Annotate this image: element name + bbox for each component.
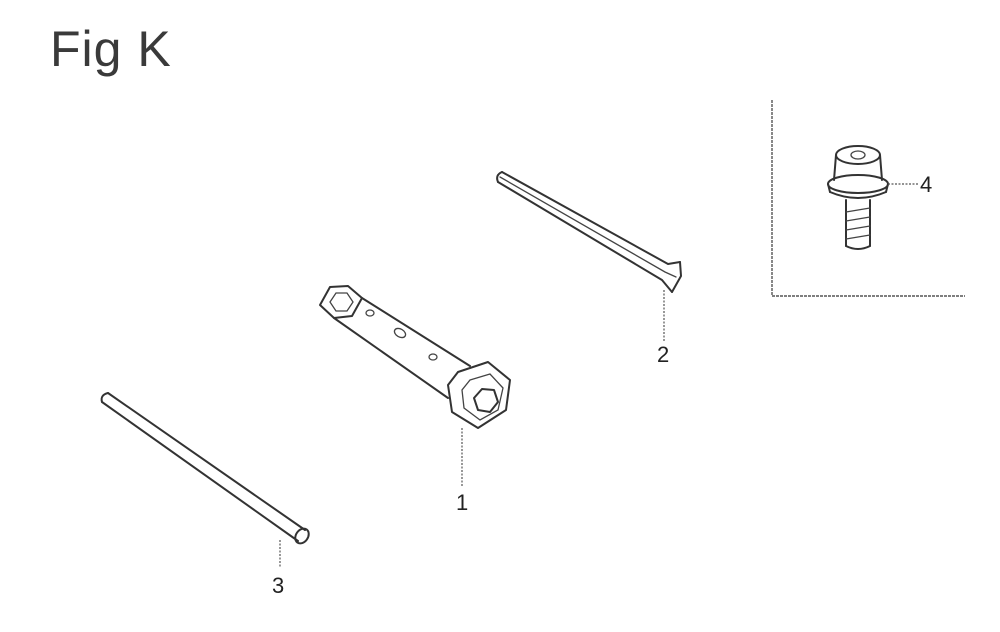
callout-3: 3 — [272, 573, 284, 598]
callout-1: 1 — [456, 490, 468, 515]
socket-bolt-icon — [827, 145, 889, 250]
callout-4: 4 — [920, 172, 932, 197]
hex-key-icon — [496, 171, 682, 293]
figure-title: Fig K — [50, 21, 172, 77]
callout-2: 2 — [657, 342, 669, 367]
spark-plug-wrench-icon — [319, 285, 511, 429]
tommy-bar-icon — [100, 392, 310, 545]
inset-frame — [771, 100, 965, 297]
